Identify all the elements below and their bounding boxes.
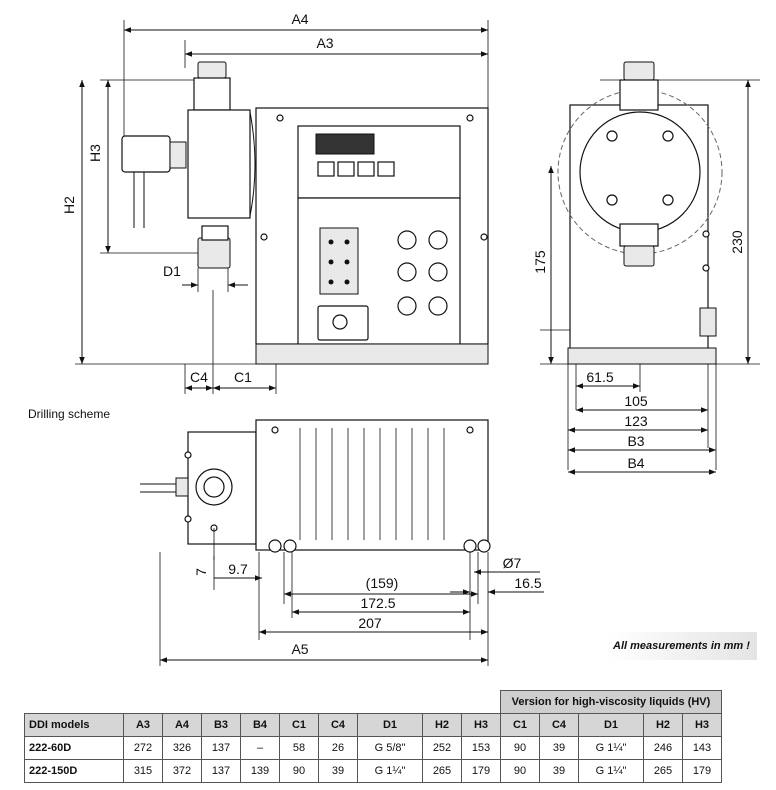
- dim-207: 207: [358, 615, 382, 631]
- table-header: H2: [422, 713, 462, 737]
- dim-c1: C1: [234, 369, 252, 385]
- dim-c4: C4: [190, 369, 208, 385]
- table-cell: 137: [201, 736, 241, 760]
- table-cell: 90: [500, 736, 540, 760]
- table-cell: 246: [643, 736, 683, 760]
- drilling-scheme: 9.7 7 (159) 172.5 207 A5 Ø7 16.5: [140, 419, 544, 666]
- measurement-note: All measurements in mm !: [607, 632, 757, 660]
- table-cell: 222-60D: [24, 736, 124, 760]
- table-cell: G 1¼": [357, 759, 423, 783]
- dim-a4: A4: [291, 11, 308, 27]
- table-cell: 58: [279, 736, 319, 760]
- dim-175: 175: [532, 250, 548, 274]
- dim-phi7: Ø7: [503, 555, 522, 571]
- dim-61-5: 61.5: [586, 369, 613, 385]
- table-cell: 222-150D: [24, 759, 124, 783]
- table-cell: 272: [123, 736, 163, 760]
- dim-h2: H2: [61, 196, 77, 214]
- table-row: 222-60D 272 326 137 – 58 26 G 5/8" 252 1…: [24, 736, 722, 760]
- hv-header: Version for high-viscosity liquids (HV): [500, 690, 722, 714]
- table-header-row: DDI models A3 A4 B3 B4 C1 C4 D1 H2 H3 C1…: [24, 713, 722, 737]
- table-header: B3: [201, 713, 241, 737]
- dim-16-5: 16.5: [514, 575, 541, 591]
- table-header: A3: [123, 713, 163, 737]
- dim-a3: A3: [316, 35, 333, 51]
- table-cell: 26: [318, 736, 358, 760]
- dim-159: (159): [366, 575, 399, 591]
- dim-b3: B3: [627, 433, 644, 449]
- table-cell: 39: [539, 736, 579, 760]
- table-cell: 179: [682, 759, 722, 783]
- table-cell: 90: [500, 759, 540, 783]
- table-cell: 137: [201, 759, 241, 783]
- table-cell: 265: [422, 759, 462, 783]
- table-header: B4: [240, 713, 280, 737]
- table-header: H3: [461, 713, 501, 737]
- table-cell: 143: [682, 736, 722, 760]
- table-cell: G 1¼": [578, 736, 644, 760]
- dim-h3: H3: [87, 144, 103, 162]
- table-cell: 252: [422, 736, 462, 760]
- table-cell: G 5/8": [357, 736, 423, 760]
- dim-230: 230: [729, 230, 745, 254]
- dim-105: 105: [624, 393, 648, 409]
- drilling-scheme-caption: Drilling scheme: [28, 407, 111, 421]
- model-dimensions-table: Version for high-viscosity liquids (HV) …: [24, 690, 722, 783]
- technical-drawing: A4 A3 H2 H3: [61, 11, 760, 666]
- table-header: DDI models: [24, 713, 124, 737]
- table-header: A4: [162, 713, 202, 737]
- table-cell: 179: [461, 759, 501, 783]
- dim-a5: A5: [291, 641, 308, 657]
- table-cell: 372: [162, 759, 202, 783]
- table-header: C1: [279, 713, 319, 737]
- front-view: A4 A3 H2 H3: [61, 11, 489, 394]
- table-cell: 139: [240, 759, 280, 783]
- table-cell: 326: [162, 736, 202, 760]
- side-view: 175 230 61.5 105 123 B3 B4: [532, 61, 760, 475]
- table-cell: 153: [461, 736, 501, 760]
- dim-7: 7: [193, 568, 209, 576]
- table-header: D1: [578, 713, 644, 737]
- table-header: C4: [539, 713, 579, 737]
- table-cell: 265: [643, 759, 683, 783]
- dim-d1: D1: [163, 263, 181, 279]
- table-header: C4: [318, 713, 358, 737]
- table-cell: 39: [539, 759, 579, 783]
- dim-9-7: 9.7: [228, 561, 248, 577]
- table-header: H3: [682, 713, 722, 737]
- dim-123: 123: [624, 413, 648, 429]
- dim-b4: B4: [627, 455, 644, 471]
- table-cell: 90: [279, 759, 319, 783]
- table-header: H2: [643, 713, 683, 737]
- table-cell: G 1¼": [578, 759, 644, 783]
- dim-172-5: 172.5: [360, 595, 395, 611]
- table-row: 222-150D 315 372 137 139 90 39 G 1¼" 265…: [24, 759, 722, 783]
- table-cell: –: [240, 736, 280, 760]
- table-header: C1: [500, 713, 540, 737]
- table-cell: 315: [123, 759, 163, 783]
- table-cell: 39: [318, 759, 358, 783]
- table-header: D1: [357, 713, 423, 737]
